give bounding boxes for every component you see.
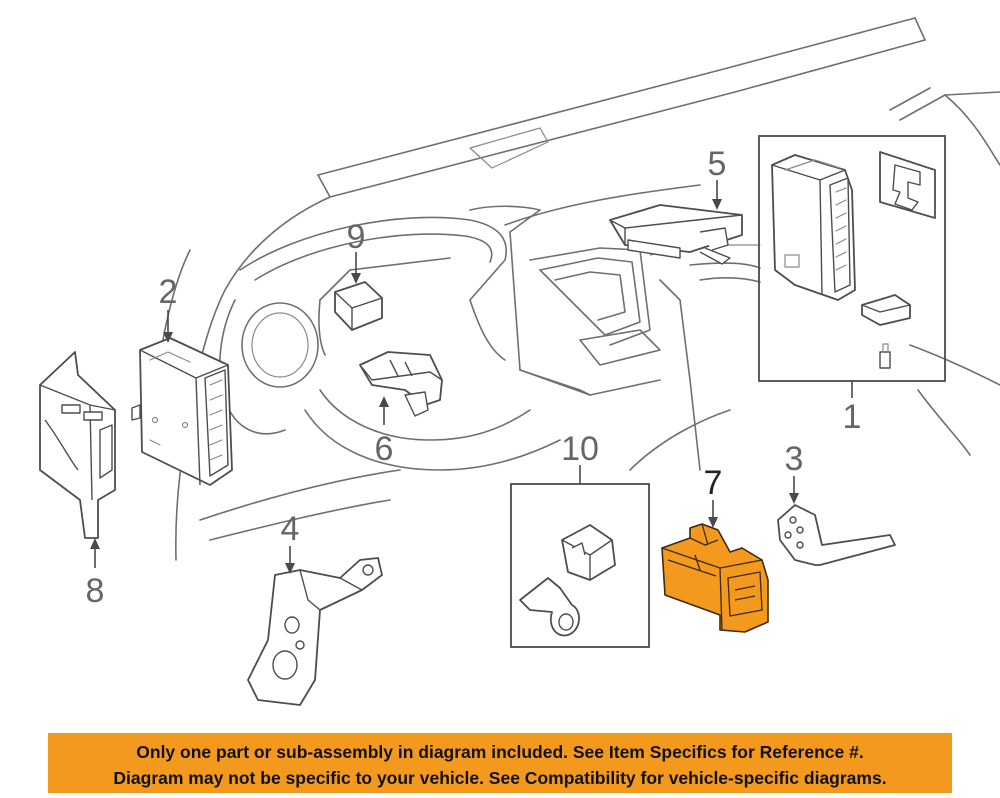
part-9-relay[interactable] bbox=[334, 281, 383, 331]
part-10-group[interactable] bbox=[510, 483, 650, 648]
callout-8: 8 bbox=[86, 572, 105, 610]
callout-2: 2 bbox=[159, 273, 178, 311]
disclaimer-line-1: Only one part or sub-assembly in diagram… bbox=[136, 742, 864, 762]
part-7-relay-block-highlighted[interactable] bbox=[661, 523, 769, 633]
part-1-junction-block-group[interactable] bbox=[758, 135, 946, 382]
callout-1: 1 bbox=[843, 398, 862, 436]
part-6-module[interactable] bbox=[359, 351, 443, 417]
callout-labels: 1 2 3 4 5 6 7 8 9 10 bbox=[86, 145, 862, 610]
leader-lines bbox=[90, 180, 853, 574]
part-7-body bbox=[661, 523, 769, 633]
callout-4: 4 bbox=[281, 510, 300, 548]
part-3-bracket[interactable] bbox=[777, 504, 896, 566]
part-4-bracket[interactable] bbox=[247, 557, 383, 706]
callout-3: 3 bbox=[785, 440, 804, 478]
part-2-ecu[interactable] bbox=[131, 337, 233, 486]
callout-6: 6 bbox=[375, 430, 394, 468]
callout-9: 9 bbox=[347, 218, 366, 256]
disclaimer-line-2: Diagram may not be specific to your vehi… bbox=[113, 768, 887, 788]
part-5-module[interactable] bbox=[609, 204, 743, 265]
callout-5: 5 bbox=[708, 145, 727, 183]
part-8-bracket[interactable] bbox=[39, 351, 116, 539]
callout-10: 10 bbox=[561, 430, 599, 468]
dashboard-outline bbox=[149, 17, 1000, 561]
callout-7-selected: 7 bbox=[704, 464, 723, 502]
disclaimer-banner: Only one part or sub-assembly in diagram… bbox=[48, 733, 952, 793]
